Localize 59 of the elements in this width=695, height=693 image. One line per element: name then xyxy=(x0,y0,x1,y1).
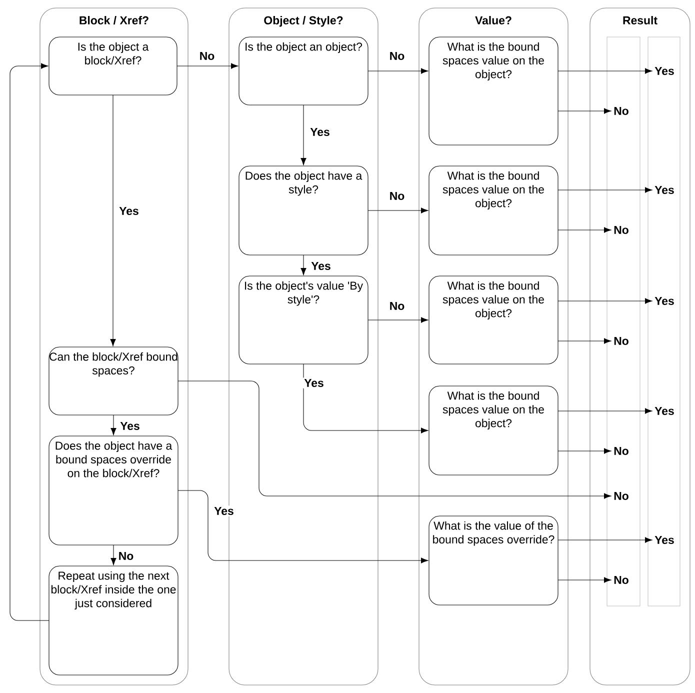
arrow xyxy=(110,544,116,566)
arrow xyxy=(368,317,428,323)
edge-label: Yes xyxy=(118,206,140,216)
edge-label: No xyxy=(388,190,406,202)
edge-label: Yes xyxy=(308,126,332,138)
result-label: No xyxy=(614,226,628,234)
process-box: Is the object's value 'By style'? xyxy=(238,276,368,364)
edge-label: Yes xyxy=(310,260,332,272)
arrow xyxy=(558,187,652,193)
process-box: What is the bound spaces value on the object? xyxy=(428,36,558,146)
arrow xyxy=(558,227,612,233)
arrow xyxy=(368,68,428,74)
result-label: Yes xyxy=(654,186,674,194)
arrow xyxy=(558,408,652,414)
edge-label: No xyxy=(198,50,216,62)
result-label: No xyxy=(614,337,628,345)
arrow xyxy=(178,380,612,499)
edge-label: Yes xyxy=(118,420,142,432)
arrow xyxy=(176,63,238,69)
result-label: No xyxy=(614,107,628,115)
edge-label: Yes xyxy=(302,378,326,388)
process-box: Repeat using the next block/Xref inside the one just considered xyxy=(48,566,178,676)
process-box: What is the bound spaces value on the object? xyxy=(428,276,558,364)
process-box: Does the object have a bound spaces override on the block/Xref? xyxy=(48,436,178,546)
edge-label: No xyxy=(117,550,135,562)
result-label: Yes xyxy=(654,67,674,75)
arrow xyxy=(558,448,612,454)
edge-label: No xyxy=(388,300,406,312)
result-label: No xyxy=(614,447,628,455)
process-box: What is the bound spaces value on the object? xyxy=(428,166,558,256)
arrow xyxy=(303,364,428,434)
arrow xyxy=(10,63,50,621)
edge-label: No xyxy=(388,50,406,62)
result-column xyxy=(648,36,680,606)
edge-label: Yes xyxy=(212,506,236,516)
result-label: Yes xyxy=(654,297,674,305)
process-box: What is the value of the bound spaces override? xyxy=(428,516,558,606)
arrow xyxy=(558,68,652,74)
arrow xyxy=(110,414,116,436)
arrow xyxy=(110,94,116,346)
result-label: No xyxy=(614,576,628,584)
result-label: No xyxy=(614,492,628,500)
result-label: Yes xyxy=(654,407,674,415)
arrow xyxy=(558,537,652,543)
process-box: Does the object have a style? xyxy=(238,166,368,256)
process-box: Can the block/Xref bound spaces? xyxy=(48,346,178,416)
arrow xyxy=(558,577,612,583)
arrow xyxy=(178,490,428,564)
process-box: Is the object a block/Xref? xyxy=(48,36,178,96)
arrow xyxy=(558,108,612,114)
arrow xyxy=(300,104,306,166)
arrow xyxy=(300,254,306,276)
arrow xyxy=(368,208,428,214)
arrow xyxy=(558,298,652,304)
result-label: Yes xyxy=(654,536,674,544)
result-column xyxy=(606,36,640,606)
process-box: What is the bound spaces value on the object? xyxy=(428,386,558,476)
process-box: Is the object an object? xyxy=(238,36,368,106)
arrow xyxy=(558,338,612,344)
